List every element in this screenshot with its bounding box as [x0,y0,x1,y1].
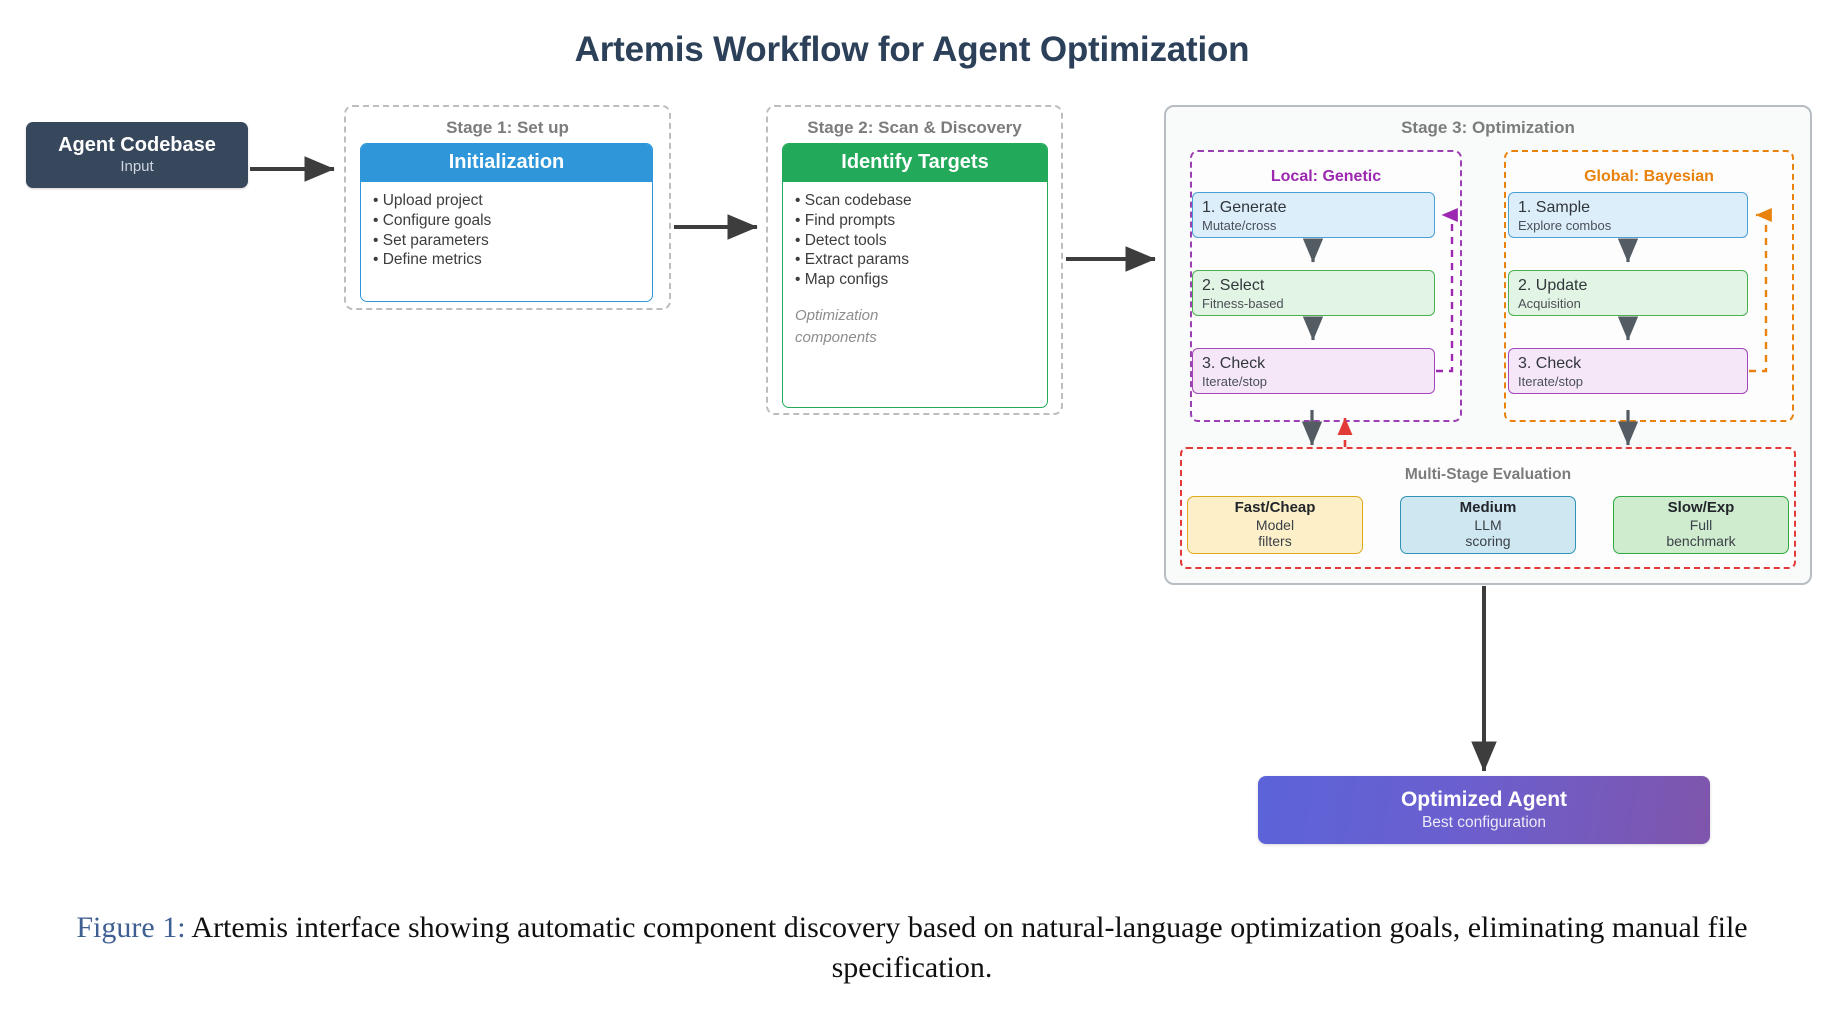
output-node-optimized-agent[interactable]: Optimized Agent Best configuration [1258,776,1710,844]
step-title: 1. Sample [1518,199,1591,216]
figure-caption-text: Artemis interface showing automatic comp… [191,911,1748,984]
eval-box-line-1: LLM [1474,516,1502,533]
step-subtitle: Fitness-based [1202,296,1284,312]
diagram-title: Artemis Workflow for Agent Optimization [574,30,1250,69]
bayesian-step-2-update[interactable]: 2. Update Acquisition [1508,270,1748,316]
stage-2-label: Stage 2: Scan & Discovery [807,118,1022,137]
step-title: 1. Generate [1202,199,1287,216]
stage-1-card-initialization[interactable]: Initialization • Upload project • Config… [360,143,653,302]
bayesian-step-3-check[interactable]: 3. Check Iterate/stop [1508,348,1748,394]
eval-box-slow-exp[interactable]: Slow/Exp Full benchmark [1613,496,1789,554]
step-subtitle: Explore combos [1518,218,1612,234]
genetic-step-2-select[interactable]: 2. Select Fitness-based [1192,270,1435,316]
step-subtitle: Iterate/stop [1518,374,1584,390]
eval-box-fast-cheap[interactable]: Fast/Cheap Model filters [1187,496,1363,554]
step-subtitle: Iterate/stop [1202,374,1268,390]
step-title: 2. Select [1202,277,1265,294]
step-title: 3. Check [1518,355,1582,372]
list-item: • Scan codebase [795,192,912,209]
eval-box-line-1: Full [1689,516,1713,533]
local-genetic-title: Local: Genetic [1270,168,1382,185]
stage-1-label: Stage 1: Set up [446,118,569,137]
eval-box-line-2: filters [1258,533,1292,550]
list-item: • Set parameters [373,231,489,249]
stage-2-container [766,105,1063,415]
list-item: • Map configs [795,271,889,289]
step-subtitle: Acquisition [1518,296,1581,312]
figure-caption: Figure 1: Artemis interface showing auto… [60,908,1764,988]
global-bayesian-title: Global: Bayesian [1584,168,1714,185]
list-item: • Upload project [373,192,483,209]
genetic-step-1-generate[interactable]: 1. Generate Mutate/cross [1192,192,1435,238]
list-item: • Extract params [795,251,909,269]
stage-2-card-identify-targets[interactable]: Identify Targets • Scan codebase • Find … [782,143,1048,408]
figure-caption-label: Figure 1: [76,911,186,944]
stage-1-card-header: Initialization [361,144,652,182]
output-node-subtitle: Best configuration [1421,814,1547,832]
eval-box-line-1: Model [1255,516,1295,533]
input-node-subtitle: Input [120,158,154,176]
step-subtitle: Mutate/cross [1202,218,1277,234]
eval-box-medium[interactable]: Medium LLM scoring [1400,496,1576,554]
eval-box-title: Fast/Cheap [1234,499,1316,517]
list-item: • Define metrics [373,251,482,269]
genetic-step-3-check[interactable]: 3. Check Iterate/stop [1192,348,1435,394]
list-item: • Configure goals [373,211,492,229]
stage-2-note-line-2: components [795,328,877,346]
list-item: • Detect tools [795,231,887,249]
input-node-title: Agent Codebase [58,134,216,157]
stage-2-note-line-1: Optimization [795,307,879,325]
stage-3-label: Stage 3: Optimization [1401,118,1575,137]
bayesian-step-1-sample[interactable]: 1. Sample Explore combos [1508,192,1748,238]
eval-box-line-2: scoring [1465,533,1511,550]
input-node-agent-codebase[interactable]: Agent Codebase Input [26,122,248,188]
stage-1-bullet-list: • Upload project • Configure goals • Set… [361,182,652,280]
step-title: 3. Check [1202,355,1266,372]
eval-box-line-2: benchmark [1666,533,1736,550]
output-node-title: Optimized Agent [1400,788,1568,812]
stage-2-card-header: Identify Targets [783,144,1047,182]
eval-box-title: Slow/Exp [1667,499,1735,517]
multi-stage-evaluation-title: Multi-Stage Evaluation [1404,466,1572,483]
stage-2-bullet-list: • Scan codebase • Find prompts • Detect … [783,182,1047,358]
step-title: 2. Update [1518,277,1588,294]
eval-box-title: Medium [1459,499,1517,517]
stage-1-container [344,105,671,310]
list-item: • Find prompts [795,211,896,229]
